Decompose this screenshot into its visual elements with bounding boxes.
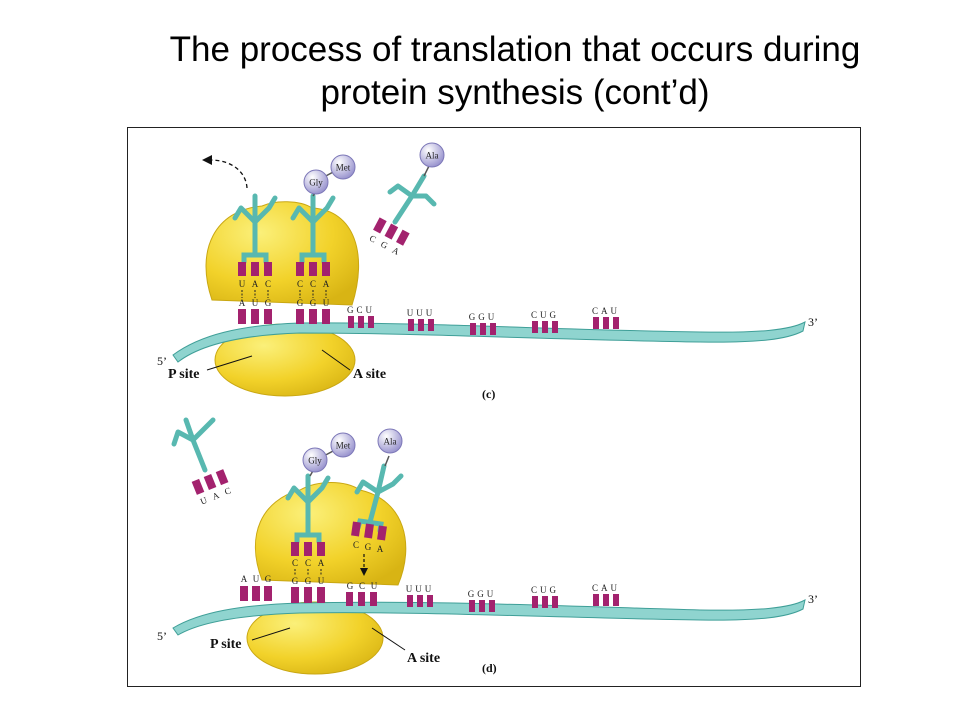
panel-label-d: (d): [482, 661, 497, 675]
codon-label: GGU: [469, 312, 498, 322]
base: G: [379, 239, 390, 251]
codon-label: CAU: [592, 306, 620, 316]
trna-released-d: [171, 417, 216, 473]
codon-label: CUG: [531, 310, 559, 320]
amino-acid-met-d: [330, 432, 356, 458]
codon-gcu-c: GCU: [347, 305, 375, 328]
base: G: [297, 298, 304, 308]
base: C: [223, 485, 232, 497]
codon-label: UUU: [406, 584, 435, 594]
anticodon-released-d: U A C: [191, 469, 232, 507]
base: A: [377, 544, 384, 554]
base: A: [318, 558, 325, 568]
p-site-label-c: P site: [168, 367, 200, 382]
codon-cug-d: CUG: [531, 585, 559, 608]
a-site-label-d: A site: [407, 651, 440, 666]
amino-acid-ala-label-c: Ala: [426, 151, 439, 161]
mrna-strand-c: [172, 321, 806, 363]
amino-acid-gly-c: [303, 169, 329, 195]
amino-acid-gly-d: [302, 447, 328, 473]
five-prime-label-c: 5’: [157, 354, 167, 368]
base: U: [318, 576, 325, 586]
codon-uuu-c: UUU: [407, 308, 436, 331]
codon-cau-c: CAU: [592, 306, 620, 329]
base: U: [371, 581, 378, 591]
base: A: [239, 298, 246, 308]
a-site-label-c: A site: [353, 367, 386, 382]
base: U: [199, 495, 209, 507]
base: C: [368, 233, 378, 245]
trna-p-site-c: [232, 193, 278, 265]
base: C: [310, 279, 316, 289]
ribosome-large-subunit-c: [205, 201, 360, 306]
base: U: [252, 298, 259, 308]
codon-cau-d: CAU: [592, 583, 620, 606]
anticodon-p-site-c: U A C A U G: [238, 262, 272, 324]
codon-cug-c: CUG: [531, 310, 559, 333]
amino-acid-met-label-c: Met: [336, 163, 351, 173]
base: C: [359, 581, 365, 591]
base: C: [292, 558, 298, 568]
trna-incoming-c: [387, 173, 437, 225]
base: C: [297, 279, 303, 289]
amino-acid-gly-label-c: Gly: [309, 178, 323, 188]
three-prime-label-c: 3’: [808, 315, 818, 329]
ribosome-small-subunit-d: [246, 601, 384, 675]
base: G: [365, 542, 372, 552]
base: A: [391, 245, 402, 257]
base: G: [292, 576, 299, 586]
base: A: [323, 279, 330, 289]
ribosome-large-subunit-d: [254, 482, 407, 586]
panel-label-c: (c): [482, 387, 495, 401]
base: G: [265, 574, 272, 584]
base: U: [323, 298, 330, 308]
five-prime-label-d: 5’: [157, 629, 167, 643]
panel-c: Gly Met Ala U A C A U G C C A G G U: [157, 142, 818, 401]
slide-title: The process of translation that occurs d…: [0, 28, 960, 114]
amino-acid-met-label-d: Met: [336, 441, 351, 451]
anticodon-incoming-d: C G A: [351, 521, 387, 554]
codon-ggu-c: GGU: [469, 312, 498, 335]
amino-acid-ala-c: [419, 142, 445, 168]
p-site-label-d: P site: [210, 637, 242, 652]
base: U: [253, 574, 260, 584]
codon-uuu-d: UUU: [406, 584, 435, 607]
base: C: [265, 279, 271, 289]
base: A: [241, 574, 248, 584]
anticodon-a-site-c: C C A G G U: [296, 262, 330, 324]
base: U: [239, 279, 246, 289]
codon-label: GGU: [468, 589, 497, 599]
codon-label: GCU: [347, 305, 375, 315]
base: G: [310, 298, 317, 308]
exit-arrow-c: [209, 159, 248, 189]
codon-label: UUU: [407, 308, 436, 318]
base: G: [347, 581, 354, 591]
three-prime-label-d: 3’: [808, 592, 818, 606]
slide-title-line-1: The process of translation that occurs d…: [169, 30, 861, 69]
anticodon-p-site-d: C C A G G U: [291, 542, 325, 603]
base: G: [265, 298, 272, 308]
base: C: [353, 540, 359, 550]
anticodon-incoming-c: C G A: [368, 217, 410, 257]
base: A: [211, 490, 221, 502]
amino-acid-met-c: [330, 154, 356, 180]
amino-acid-gly-label-d: Gly: [308, 456, 322, 466]
panel-d: U A C Gly Met Ala A U G: [157, 417, 818, 675]
trna-a-site-c: [290, 193, 336, 265]
slide-title-line-2: protein synthesis (cont’d): [320, 73, 710, 112]
base: C: [305, 558, 311, 568]
trna-p-site-d: [285, 473, 331, 545]
base: A: [252, 279, 259, 289]
codon-label: CUG: [531, 585, 559, 595]
base: G: [305, 576, 312, 586]
amino-acid-ala-label-d: Ala: [384, 437, 397, 447]
codon-ggu-d: GGU: [468, 589, 497, 612]
mrna-strand-d: [172, 599, 806, 636]
codon-a-site-d: G C U: [346, 581, 378, 606]
codon-label: CAU: [592, 583, 620, 593]
codon-exit-d: A U G: [240, 574, 272, 601]
amino-acid-ala-d: [377, 428, 403, 454]
